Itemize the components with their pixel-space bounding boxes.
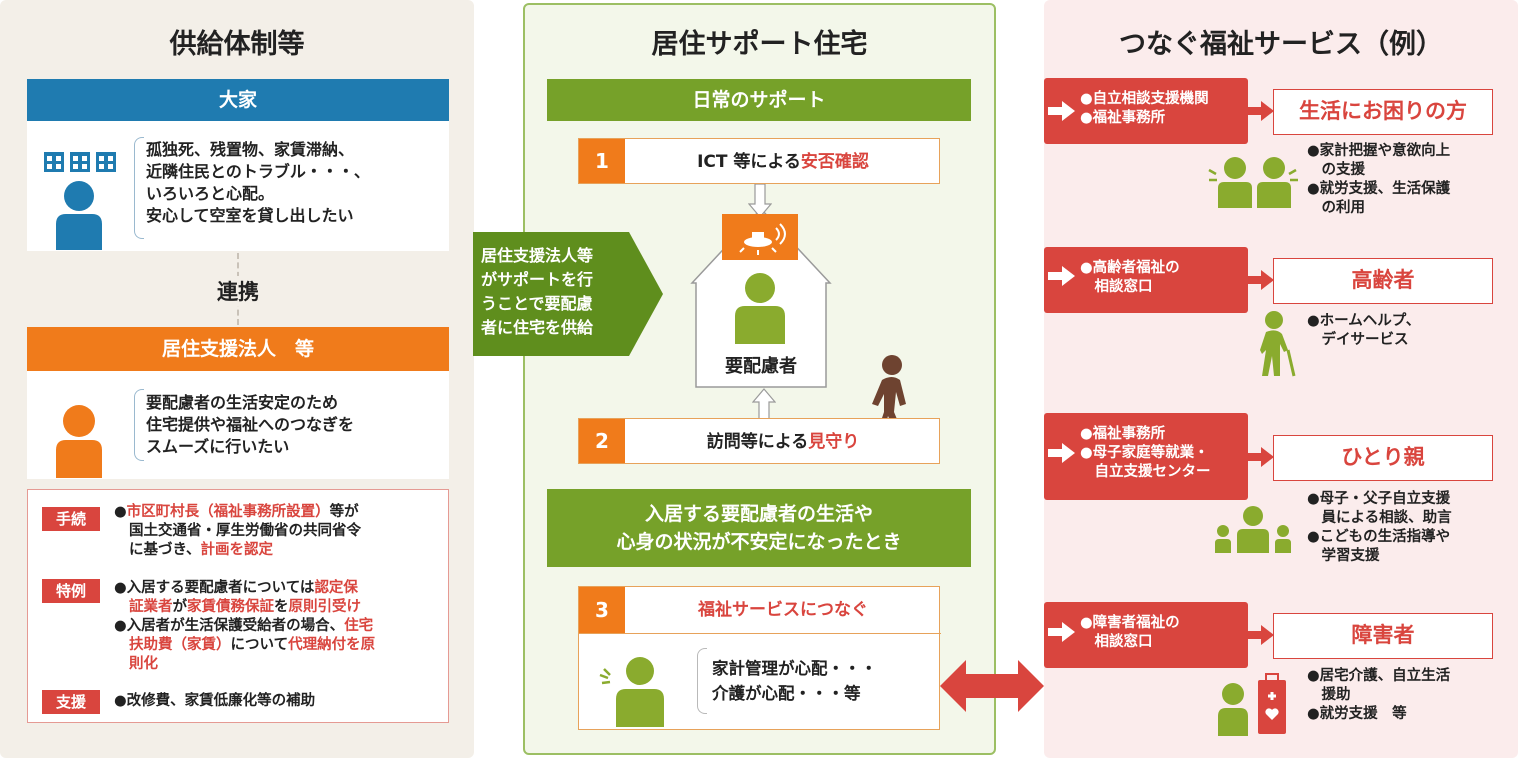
items-disability: ●居宅介護、自立生活 援助●就労支援 等 xyxy=(1307,668,1451,722)
items-single-parent: ●母子・父子自立支援 員による相談、助言●こどもの生活指導や 学習支援 xyxy=(1307,491,1452,564)
connect-double-arrow-icon xyxy=(938,656,1046,720)
corp-text: 要配慮者の生活安定のため住宅提供や福祉へのつなぎをスムーズに行いたい xyxy=(146,393,355,456)
connector-arrow-icon xyxy=(1247,446,1275,472)
arrow-right-icon xyxy=(1048,100,1076,126)
housing-title: 居住サポート住宅 xyxy=(651,29,868,60)
welfare-title: つなぐ福祉サービス（例） xyxy=(1119,29,1443,60)
tag-procedure: 手続 xyxy=(42,507,100,531)
step1-text: ICT 等による xyxy=(697,152,801,172)
step2-highlight: 見守り xyxy=(808,432,860,452)
link-label: 連携 xyxy=(200,276,276,306)
corp-header: 居住支援法人 等 xyxy=(27,327,449,371)
step2-box: 2 訪問等による見守り xyxy=(578,418,940,464)
supply-arrow-text: 居住支援法人等がサポートを行うことで要配慮者に住宅を供給 xyxy=(481,246,594,337)
worried-person-icon xyxy=(598,655,668,731)
corp-person-icon xyxy=(54,404,104,482)
step3-number: 3 xyxy=(579,587,625,633)
items-living: ●家計把握や意欲向上 の支援●就労支援、生活保護 の利用 xyxy=(1307,143,1451,216)
target-elderly: 高齢者 xyxy=(1273,258,1493,304)
down-arrow-icon xyxy=(747,183,773,222)
building-icon xyxy=(44,148,116,176)
step3-text: 福祉サービスにつなぐ xyxy=(698,600,868,620)
arrow-right-icon xyxy=(1048,442,1076,468)
arrow-right-icon xyxy=(1048,621,1076,647)
step1-box: 1 ICT 等による安否確認 xyxy=(578,138,940,184)
exception-text: ●入居する要配慮者については認定保 証業者が家賃債務保証を原則引受け ●入居者が… xyxy=(114,580,376,672)
elderly-cane-icon xyxy=(1254,310,1300,382)
step1-highlight: 安否確認 xyxy=(800,152,869,172)
connector-arrow-icon xyxy=(1247,624,1275,650)
step1-number: 1 xyxy=(579,139,625,183)
service-box-elderly: ●高齢者福祉の 相談窓口 xyxy=(1044,247,1248,313)
tag-support: 支援 xyxy=(42,690,100,714)
unstable-header: 入居する要配慮者の生活や心身の状況が不安定になったとき xyxy=(547,489,971,567)
procedure-text: ●市区町村長（福祉事務所設置）等が 国土交通省・厚生労働省の共同省令 に基づき、… xyxy=(114,504,361,558)
worries-brace xyxy=(697,648,707,714)
connector-arrow-icon xyxy=(1247,269,1275,295)
items-elderly: ●ホームヘルプ、 デイサービス xyxy=(1307,313,1421,348)
service-box-disability: ●障害者福祉の 相談窓口 xyxy=(1044,602,1248,668)
family-icon xyxy=(1215,505,1291,557)
resident-label: 要配慮者 xyxy=(725,356,797,377)
worries-text: 家計管理が心配・・・介護が心配・・・等 xyxy=(712,659,877,703)
corp-brace xyxy=(134,389,144,461)
owner-header: 大家 xyxy=(27,79,449,121)
supply-arrow-icon xyxy=(473,220,665,372)
pair-people-icon xyxy=(1208,156,1300,212)
supply-title: 供給体制等 xyxy=(169,29,305,60)
owner-text: 孤独死、残置物、家賃滞納、近隣住民とのトラブル・・・、いろいろと心配。安心して空… xyxy=(146,140,370,225)
step2-number: 2 xyxy=(579,419,625,463)
tag-exception: 特例 xyxy=(42,579,100,603)
support-text: ●改修費、家賃低廉化等の補助 xyxy=(114,693,316,709)
help-mark-icon xyxy=(1218,672,1288,740)
daily-support-header: 日常のサポート xyxy=(547,79,971,121)
owner-brace xyxy=(134,137,144,239)
target-disability: 障害者 xyxy=(1273,613,1493,659)
target-single-parent: ひとり親 xyxy=(1273,435,1493,481)
connector-arrow-icon xyxy=(1247,100,1275,126)
sensor-icon xyxy=(722,214,798,264)
owner-person-icon xyxy=(54,180,104,254)
service-box-single-parent: ●福祉事務所●母子家庭等就業・ 自立支援センター xyxy=(1044,413,1248,500)
resident-person-icon xyxy=(733,272,787,348)
step2-text: 訪問等による xyxy=(706,432,809,452)
arrow-right-icon xyxy=(1048,265,1076,291)
target-living-difficulty: 生活にお困りの方 xyxy=(1273,89,1493,135)
service-box-living: ●自立相談支援機関●福祉事務所 xyxy=(1044,78,1248,144)
